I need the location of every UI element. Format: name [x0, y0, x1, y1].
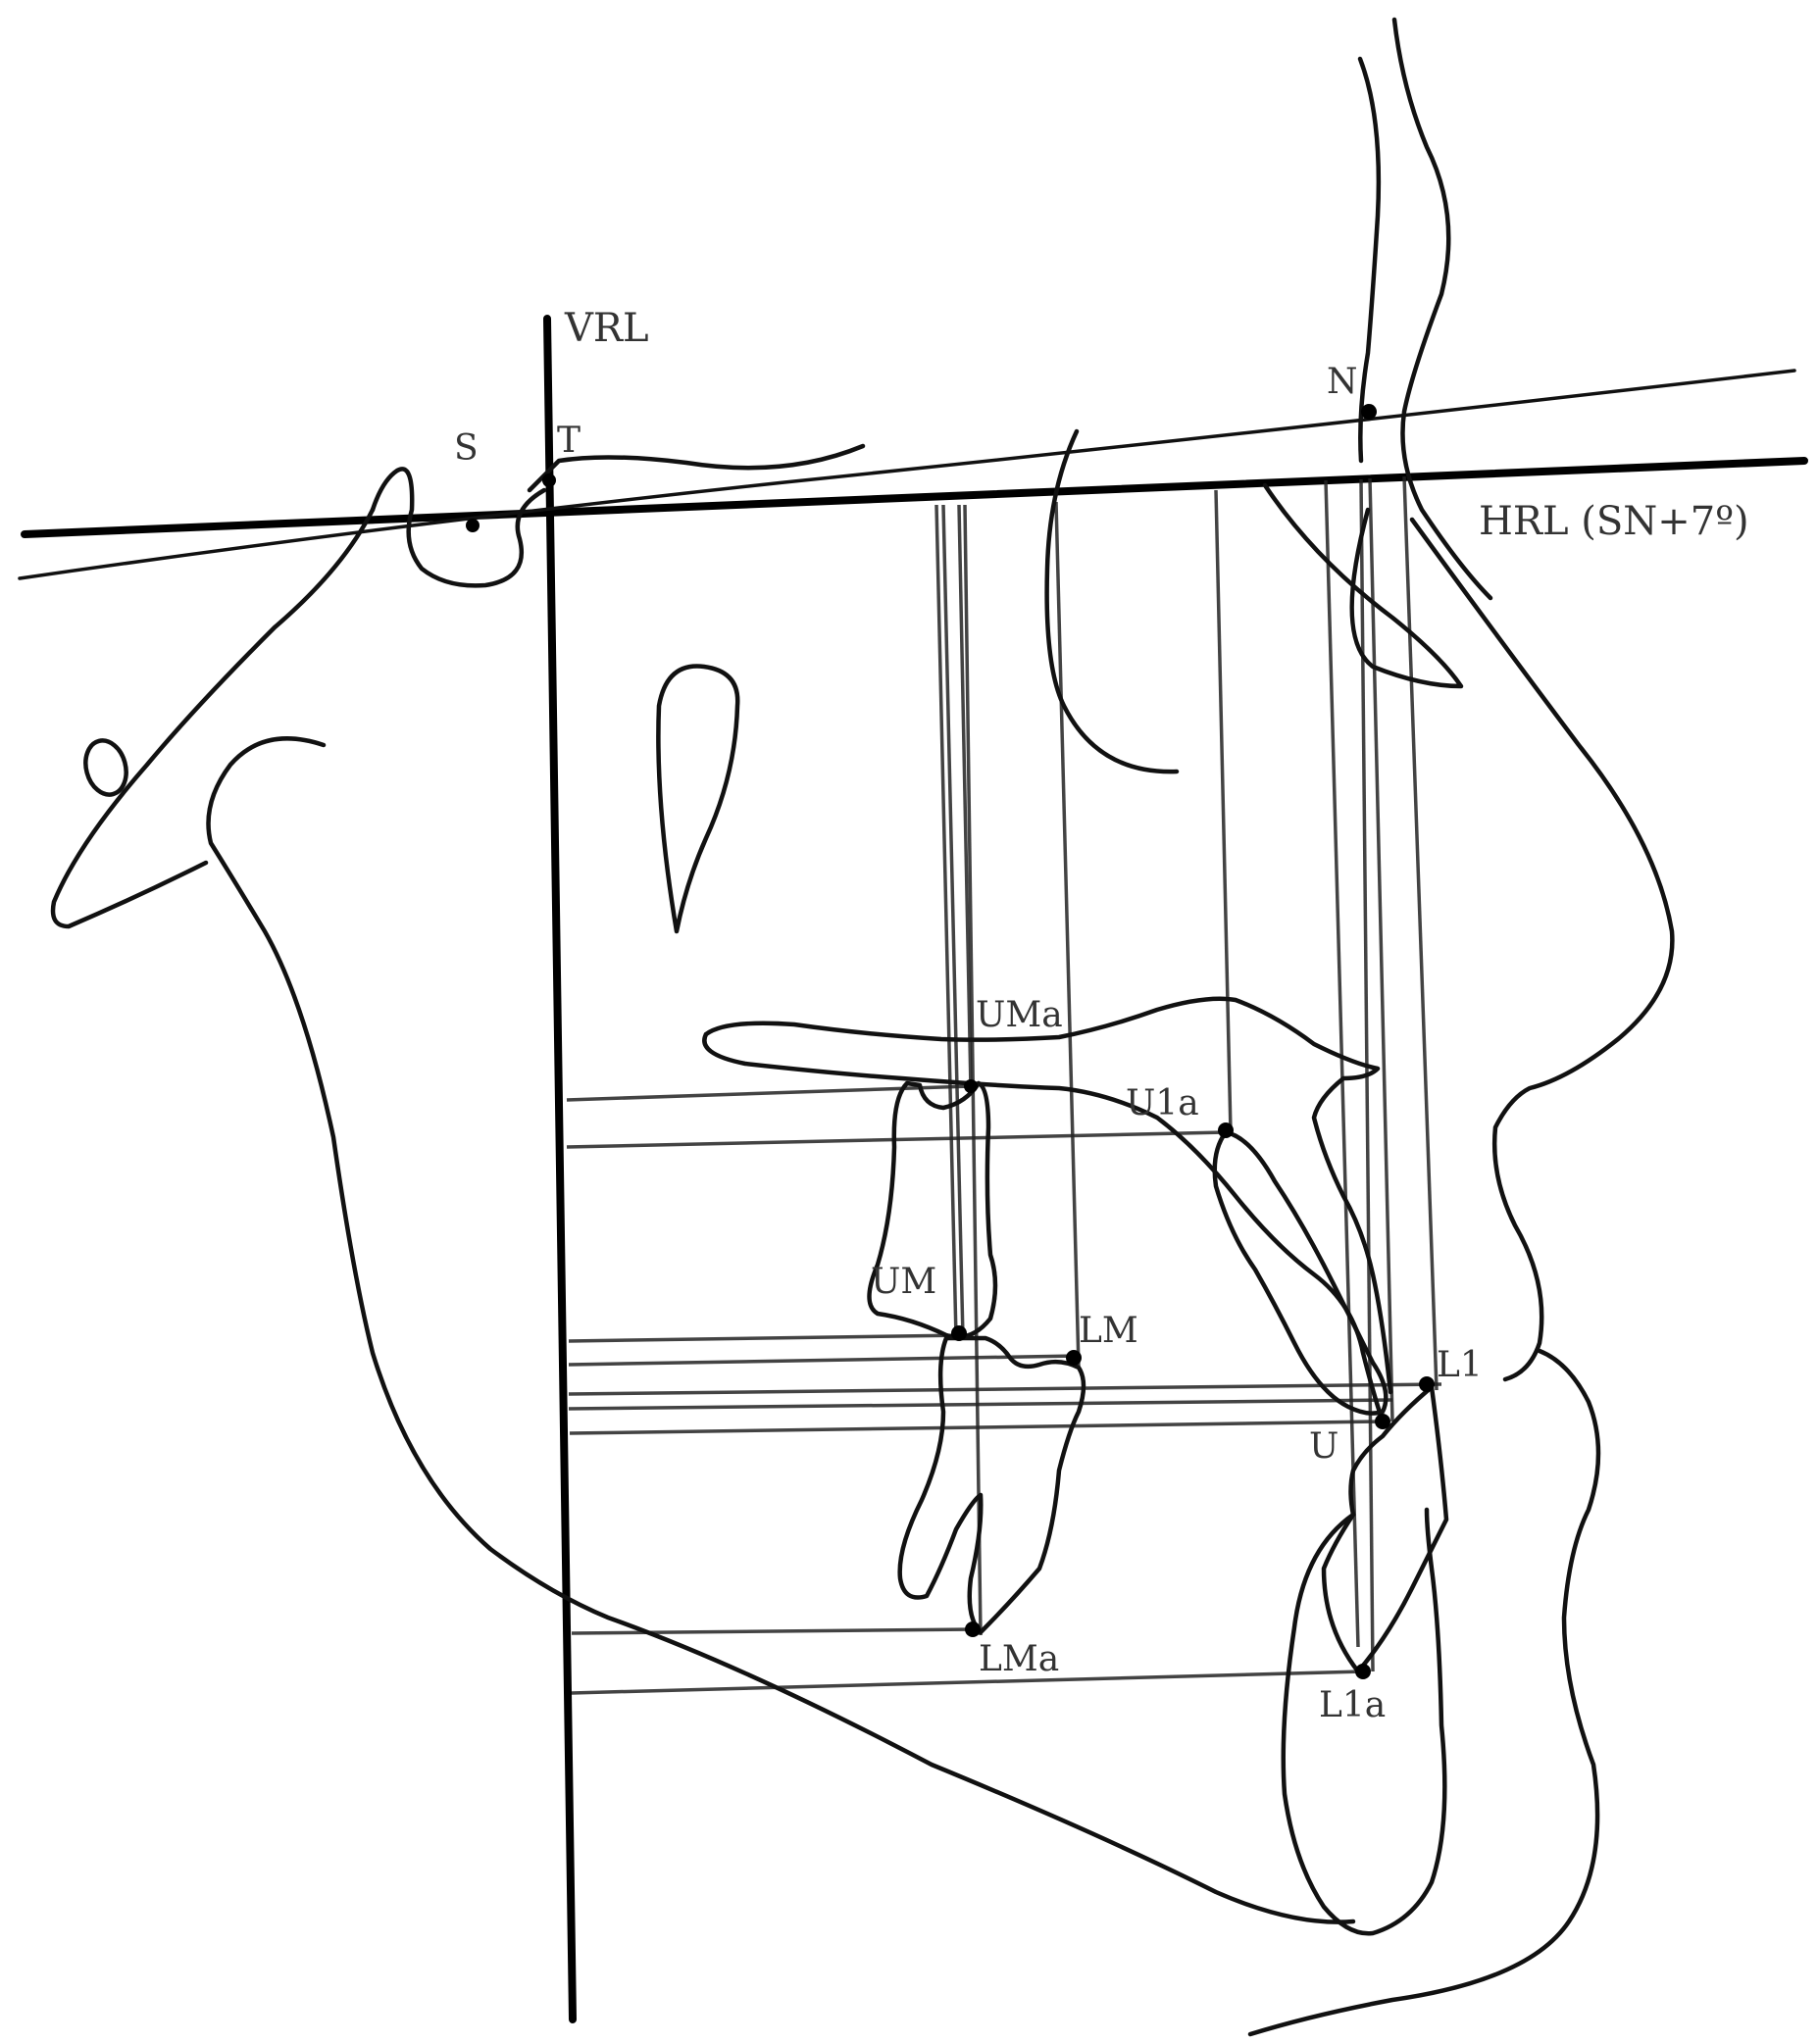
point-t: [542, 474, 556, 487]
planum-contour: [527, 443, 866, 493]
soft-tissue-chin: [1247, 1348, 1601, 2037]
nasal-bone: [1262, 482, 1464, 689]
vrl-label: VRL: [565, 306, 649, 351]
pterygomaxillary-fissure: [656, 664, 740, 934]
landmark-label-s: S: [454, 428, 479, 469]
soft-tissue-nose-lip: [1409, 517, 1675, 1382]
horizontal-projections: [566, 1084, 1442, 1695]
point-l1a: [1355, 1664, 1371, 1679]
lower-molar: [897, 1335, 1086, 1635]
mandible-contour: [206, 736, 1356, 1924]
point-lm: [1066, 1350, 1082, 1366]
soft-tissue-forehead: [1391, 17, 1493, 601]
landmark-label-um: UM: [871, 1262, 937, 1302]
point-lma: [965, 1621, 981, 1637]
point-s: [466, 519, 480, 532]
landmark-label-u1a: U1a: [1126, 1083, 1199, 1123]
frontal-bone: [1357, 56, 1382, 464]
lower-incisor: [1321, 1384, 1449, 1674]
point-u1a: [1218, 1122, 1234, 1138]
vertical-reference-line: [543, 315, 577, 2023]
horizontal-reference-line: [21, 457, 1808, 538]
symphysis: [1281, 1507, 1447, 1936]
point-um: [951, 1325, 967, 1341]
point-u: [1375, 1414, 1390, 1429]
landmark-points: [466, 404, 1435, 1679]
ear-rod: [83, 738, 128, 797]
vertical-projections: [934, 475, 1439, 1672]
sella-turcica: [370, 467, 547, 588]
landmark-label-uma: UMa: [976, 995, 1063, 1035]
landmark-label-n: N: [1327, 362, 1358, 402]
point-uma: [964, 1079, 978, 1093]
sn-line: [18, 369, 1796, 580]
hrl-label: HRL (SN+7º): [1479, 499, 1749, 544]
point-n: [1361, 404, 1377, 420]
landmark-label-l1a: L1a: [1319, 1685, 1387, 1725]
landmark-label-lma: LMa: [979, 1639, 1060, 1679]
clivus-contour: [50, 507, 376, 929]
landmark-label-t: T: [557, 421, 581, 461]
palatal-contour: [703, 996, 1393, 1395]
orbit-contour: [1044, 428, 1180, 774]
landmark-label-lm: LM: [1079, 1311, 1138, 1351]
landmark-label-l1: L1: [1437, 1345, 1483, 1385]
upper-incisor: [1212, 1129, 1389, 1416]
point-l1: [1419, 1376, 1435, 1392]
landmark-label-u: U: [1309, 1426, 1339, 1467]
